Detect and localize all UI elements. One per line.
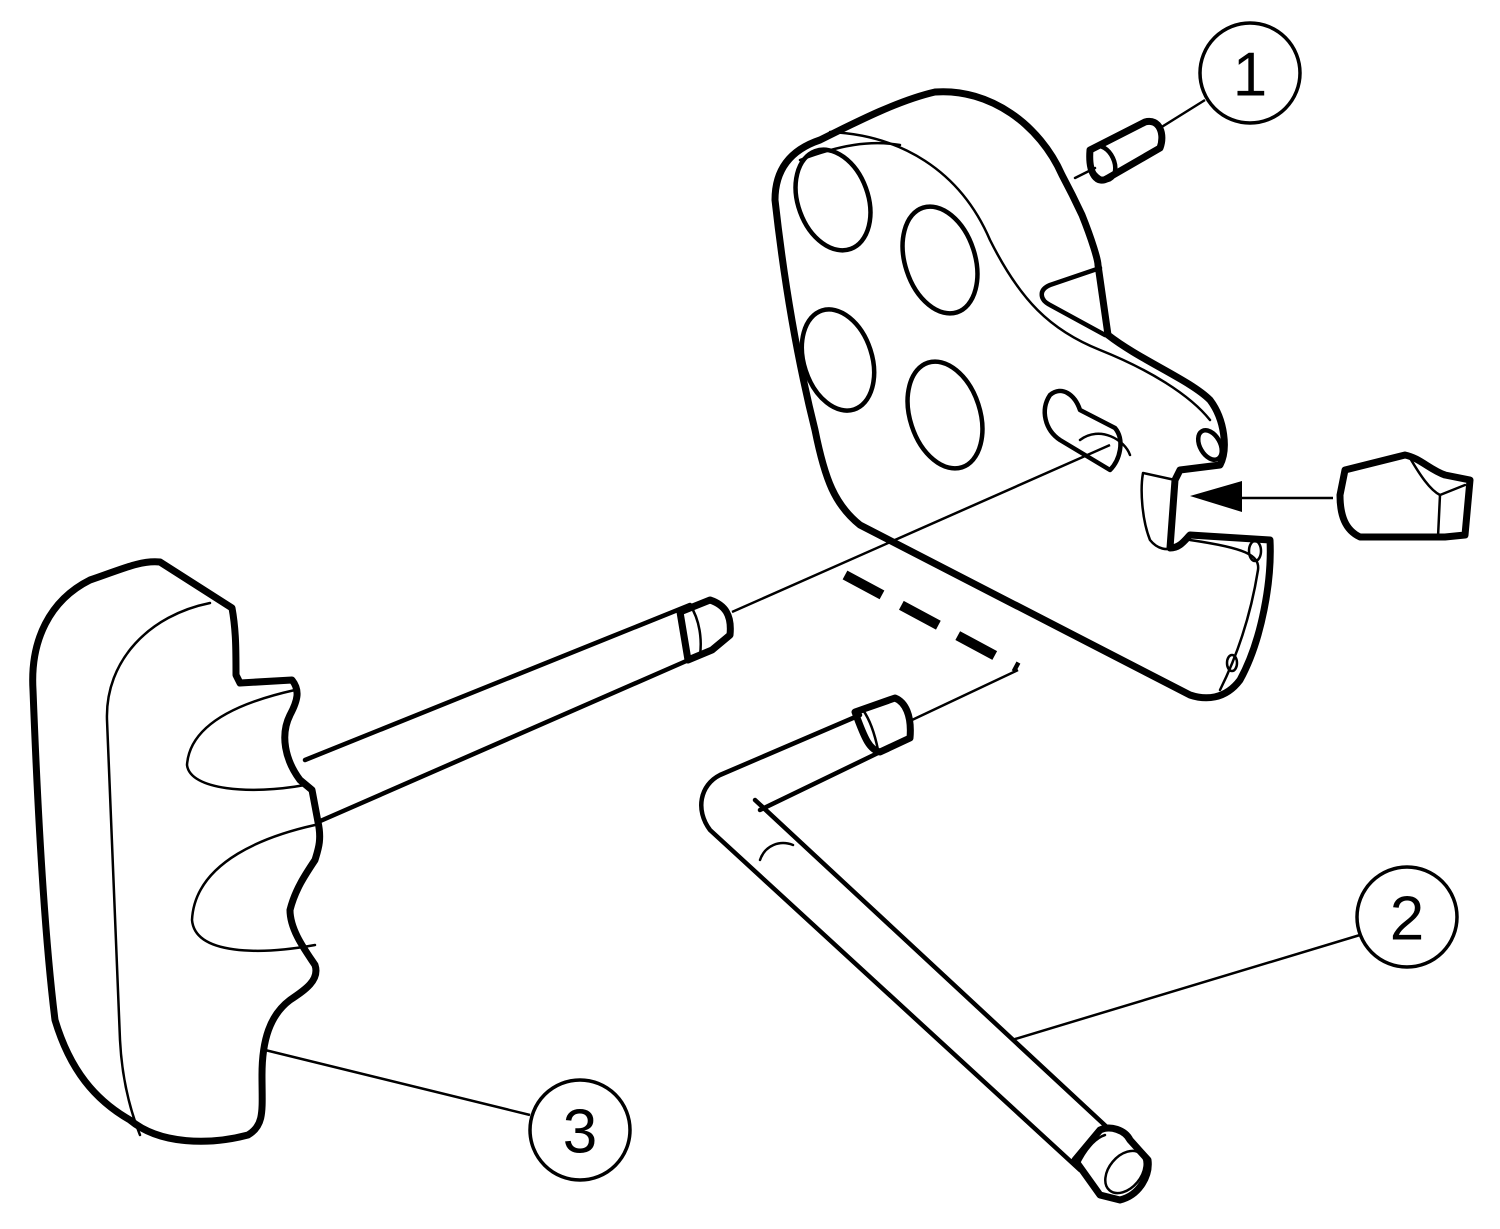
dashed-tool-path [842, 570, 1021, 722]
cutting-insert [1336, 451, 1474, 541]
hole-1 [793, 147, 873, 253]
callout-3-label: 3 [563, 1098, 597, 1167]
hole-4 [905, 359, 985, 471]
l-key [699, 694, 1152, 1204]
callout-2-label: 2 [1390, 885, 1424, 954]
pin [1073, 117, 1166, 184]
leader-t-key-to-body [731, 443, 1111, 614]
callout-3: 3 [264, 1048, 632, 1182]
t-handle-key [29, 558, 734, 1145]
insert-direction-arrow [1190, 481, 1333, 512]
callout-1: 1 [1159, 21, 1302, 130]
callout-1-label: 1 [1233, 41, 1267, 110]
hole-2 [900, 204, 980, 316]
tool-holder-body [771, 88, 1274, 702]
hole-3 [799, 307, 877, 413]
callout-2: 2 [1011, 865, 1459, 1042]
